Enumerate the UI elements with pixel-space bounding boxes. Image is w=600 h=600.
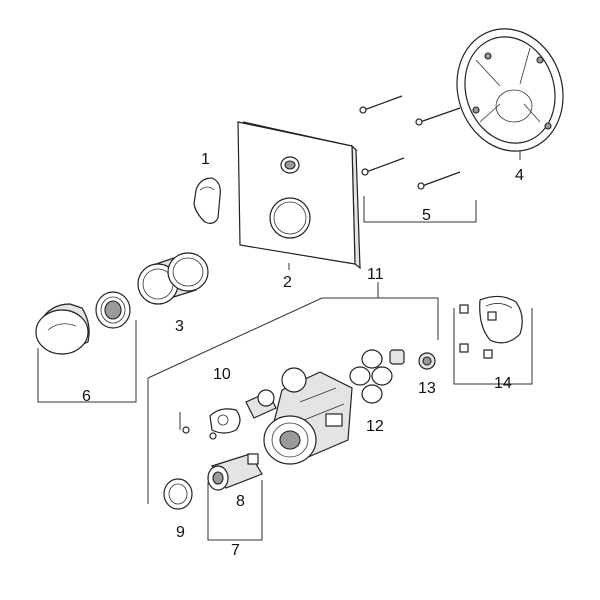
knob-assembly xyxy=(35,291,131,355)
mounting-ring xyxy=(456,28,564,152)
thread-ring xyxy=(163,478,193,510)
callout-9: 9 xyxy=(176,524,185,541)
cartridge xyxy=(207,453,263,491)
o-ring-set xyxy=(349,349,405,404)
callout-8: 8 xyxy=(236,493,245,510)
bracket-kit xyxy=(459,295,523,359)
callout-5: 5 xyxy=(422,207,431,224)
diverter-set xyxy=(182,389,277,440)
callout-6: 6 xyxy=(82,388,91,405)
callout-12: 12 xyxy=(366,418,384,435)
chrome-sleeve xyxy=(137,252,209,305)
callout-2: 2 xyxy=(283,274,292,291)
screw-set xyxy=(359,95,461,190)
callout-1: 1 xyxy=(201,151,210,168)
callout-13: 13 xyxy=(418,380,436,397)
callout-7: 7 xyxy=(231,542,240,559)
valve-body xyxy=(263,367,353,465)
callout-14: 14 xyxy=(494,375,512,392)
lever-handle xyxy=(193,177,221,224)
check-valve xyxy=(418,352,436,370)
leader-lines xyxy=(37,150,533,541)
cover-plate xyxy=(237,121,361,270)
callout-3: 3 xyxy=(175,318,184,335)
callout-10: 10 xyxy=(213,366,231,383)
callout-4: 4 xyxy=(515,167,524,184)
callout-11: 11 xyxy=(367,266,384,283)
